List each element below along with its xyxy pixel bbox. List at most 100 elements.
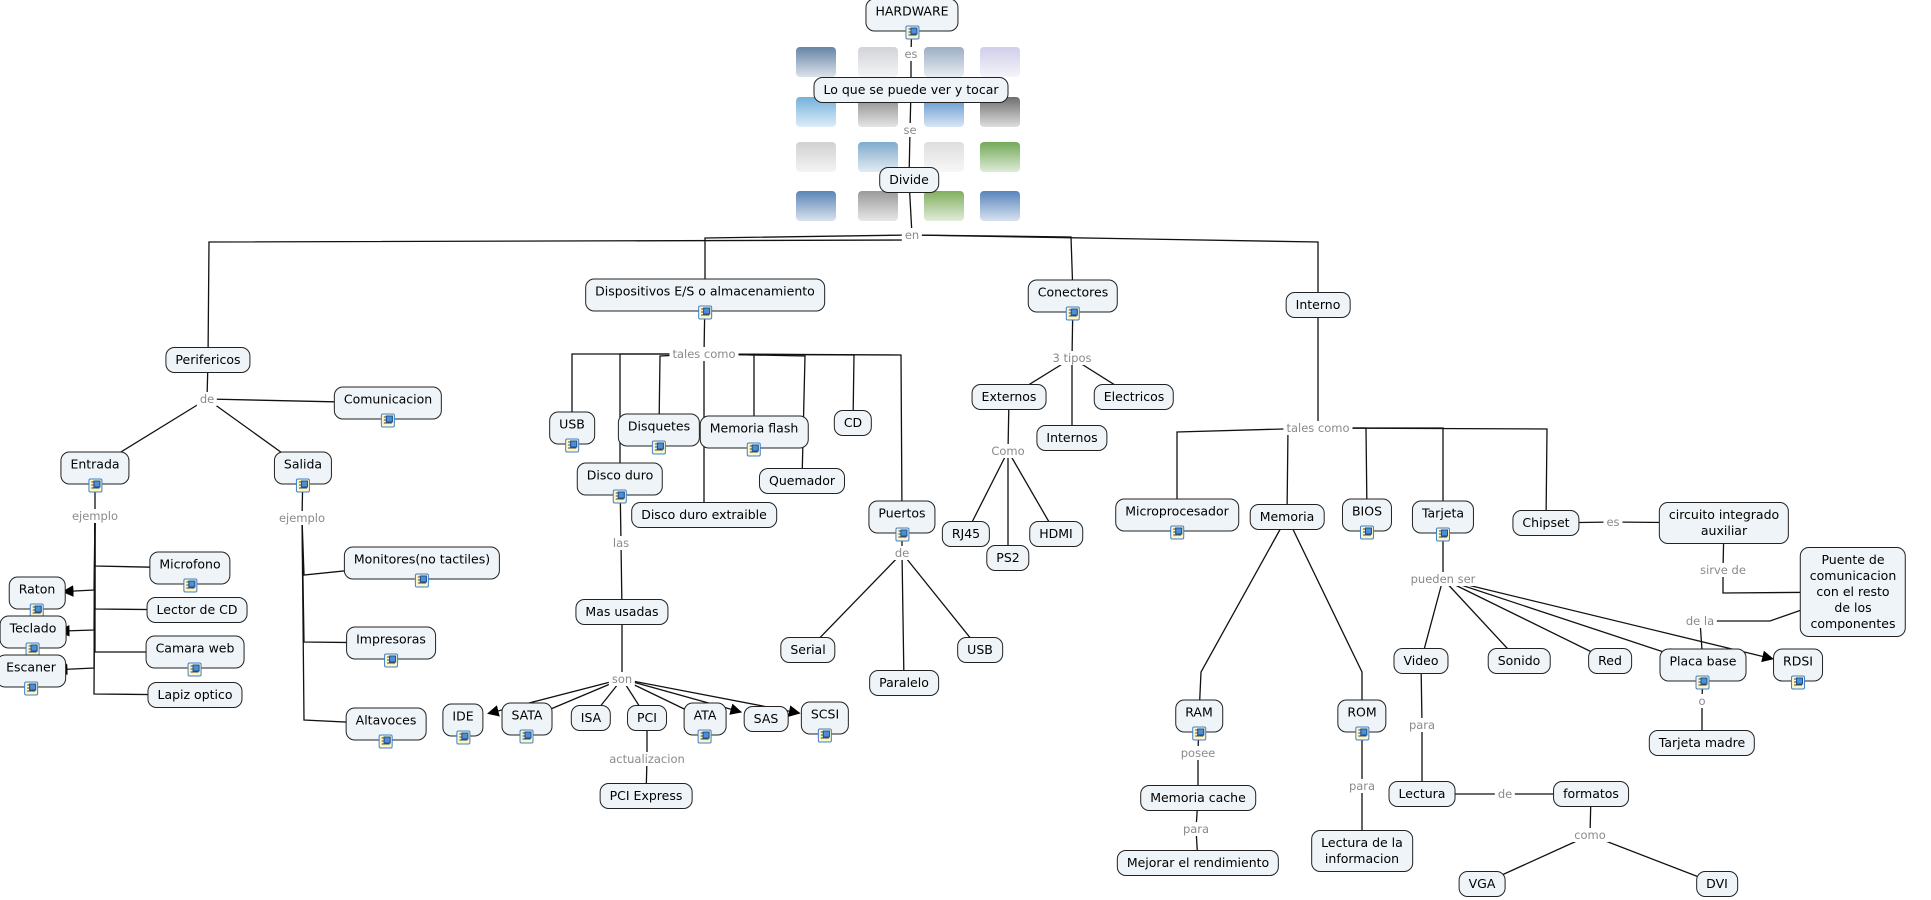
concept-ata[interactable]: ATA — [683, 702, 727, 744]
linking-phrase[interactable]: 3 tipos — [1049, 351, 1095, 365]
linking-phrase[interactable]: o — [1695, 694, 1709, 708]
concept-monitores[interactable]: Monitores(no tactiles) — [343, 546, 501, 588]
resource-icon[interactable] — [380, 413, 395, 428]
concept-pci[interactable]: PCI — [627, 705, 667, 731]
concept-red[interactable]: Red — [1588, 648, 1632, 674]
linking-phrase[interactable]: de — [196, 392, 218, 406]
resource-icon[interactable] — [414, 573, 429, 588]
concept-lectura[interactable]: Lectura — [1388, 781, 1456, 807]
concept-cache[interactable]: Memoria cache — [1140, 785, 1256, 811]
linking-phrase[interactable]: son — [608, 672, 636, 686]
linking-phrase[interactable]: de la — [1682, 614, 1718, 628]
resource-icon[interactable] — [1359, 525, 1374, 540]
concept-escaner[interactable]: Escaner — [0, 654, 66, 696]
resource-icon[interactable] — [187, 662, 202, 677]
concept-puente[interactable]: Puente de comunicacion con el resto de l… — [1799, 547, 1907, 637]
concept-camara[interactable]: Camara web — [145, 635, 245, 677]
resource-icon[interactable] — [379, 734, 393, 749]
concept-disquetes[interactable]: Disquetes — [617, 413, 701, 455]
resource-icon[interactable] — [520, 729, 534, 744]
concept-rom[interactable]: ROM — [1337, 699, 1387, 741]
concept-divide[interactable]: Divide — [879, 167, 939, 193]
resource-icon[interactable] — [383, 653, 398, 668]
resource-icon[interactable] — [182, 578, 197, 593]
concept-interno[interactable]: Interno — [1285, 292, 1351, 318]
concept-sata[interactable]: SATA — [501, 702, 553, 744]
concept-puertos[interactable]: Puertos — [868, 500, 936, 542]
concept-tarjeta[interactable]: Tarjeta — [1411, 500, 1475, 542]
concept-impresoras[interactable]: Impresoras — [346, 626, 436, 668]
concept-hardware[interactable]: HARDWARE — [865, 0, 959, 40]
concept-altavoces[interactable]: Altavoces — [345, 707, 427, 749]
concept-lecturainfo[interactable]: Lectura de la informacion — [1311, 830, 1413, 872]
concept-conectores[interactable]: Conectores — [1027, 279, 1119, 321]
concept-mejorar[interactable]: Mejorar el rendimiento — [1116, 850, 1280, 876]
concept-formatos[interactable]: formatos — [1553, 781, 1629, 807]
concept-vga[interactable]: VGA — [1458, 871, 1506, 897]
resource-icon[interactable] — [1436, 527, 1450, 542]
concept-discoext[interactable]: Disco duro extraible — [631, 502, 777, 528]
linking-phrase[interactable]: tales como — [669, 347, 739, 361]
concept-microfono[interactable]: Microfono — [149, 551, 231, 593]
linking-phrase[interactable]: ejemplo — [68, 509, 122, 523]
concept-externos[interactable]: Externos — [971, 384, 1047, 410]
resource-icon[interactable] — [25, 642, 40, 657]
linking-phrase[interactable]: en — [901, 228, 923, 242]
resource-icon[interactable] — [904, 25, 919, 40]
resource-icon[interactable] — [1355, 726, 1369, 741]
concept-hdmi[interactable]: HDMI — [1029, 521, 1083, 547]
linking-phrase[interactable]: actualizacion — [606, 752, 688, 766]
resource-icon[interactable] — [817, 728, 832, 743]
concept-perifericos[interactable]: Perifericos — [165, 347, 251, 373]
resource-icon[interactable] — [1791, 675, 1805, 690]
concept-ver-tocar[interactable]: Lo que se puede ver y tocar — [813, 77, 1009, 103]
resource-icon[interactable] — [894, 527, 909, 542]
concept-internos[interactable]: Internos — [1036, 425, 1108, 451]
linking-phrase[interactable]: las — [609, 536, 633, 550]
linking-phrase[interactable]: para — [1345, 779, 1379, 793]
concept-dvi[interactable]: DVI — [1696, 871, 1738, 897]
concept-rdsi[interactable]: RDSI — [1773, 648, 1823, 690]
resource-icon[interactable] — [295, 478, 310, 493]
concept-teclado[interactable]: Teclado — [0, 615, 67, 657]
concept-salida[interactable]: Salida — [273, 451, 333, 493]
concept-isa[interactable]: ISA — [570, 705, 612, 731]
resource-icon[interactable] — [746, 442, 761, 457]
concept-ide[interactable]: IDE — [442, 703, 484, 745]
linking-phrase[interactable]: Como — [988, 444, 1028, 458]
concept-lector-cd[interactable]: Lector de CD — [146, 597, 248, 623]
concept-cd[interactable]: CD — [833, 410, 873, 436]
concept-micro[interactable]: Microprocesador — [1115, 498, 1239, 540]
concept-serial[interactable]: Serial — [780, 637, 836, 663]
concept-ps2[interactable]: PS2 — [986, 545, 1030, 571]
concept-chipset[interactable]: Chipset — [1512, 510, 1580, 536]
concept-dispositivos[interactable]: Dispositivos E/S o almacenamiento — [585, 278, 825, 320]
resource-icon[interactable] — [651, 440, 666, 455]
concept-paralelo[interactable]: Paralelo — [869, 670, 939, 696]
linking-phrase[interactable]: tales como — [1283, 421, 1353, 435]
concept-pciexpress[interactable]: PCI Express — [599, 783, 693, 809]
concept-discoduro[interactable]: Disco duro — [576, 462, 664, 504]
linking-phrase[interactable]: es — [901, 47, 921, 61]
concept-sas[interactable]: SAS — [743, 706, 789, 732]
concept-electricos[interactable]: Electricos — [1093, 384, 1175, 410]
concept-masusadas[interactable]: Mas usadas — [575, 599, 669, 625]
linking-phrase[interactable]: de — [891, 546, 913, 560]
linking-phrase[interactable]: para — [1405, 718, 1439, 732]
resource-icon[interactable] — [88, 478, 102, 493]
resource-icon[interactable] — [697, 729, 712, 744]
linking-phrase[interactable]: para — [1179, 822, 1213, 836]
concept-ram[interactable]: RAM — [1175, 699, 1223, 741]
linking-phrase[interactable]: pueden ser — [1407, 572, 1479, 586]
resource-icon[interactable] — [698, 305, 712, 320]
linking-phrase[interactable]: ejemplo — [275, 511, 329, 525]
resource-icon[interactable] — [1191, 726, 1206, 741]
concept-circuito[interactable]: circuito integrado auxiliar — [1658, 502, 1790, 544]
resource-icon[interactable] — [1065, 306, 1080, 321]
concept-tarjetamadre[interactable]: Tarjeta madre — [1648, 730, 1756, 756]
concept-placabase[interactable]: Placa base — [1659, 648, 1747, 690]
linking-phrase[interactable]: como — [1571, 828, 1609, 842]
concept-memoria[interactable]: Memoria — [1249, 504, 1325, 530]
concept-rj45[interactable]: RJ45 — [941, 521, 991, 547]
linking-phrase[interactable]: sirve de — [1697, 563, 1749, 577]
